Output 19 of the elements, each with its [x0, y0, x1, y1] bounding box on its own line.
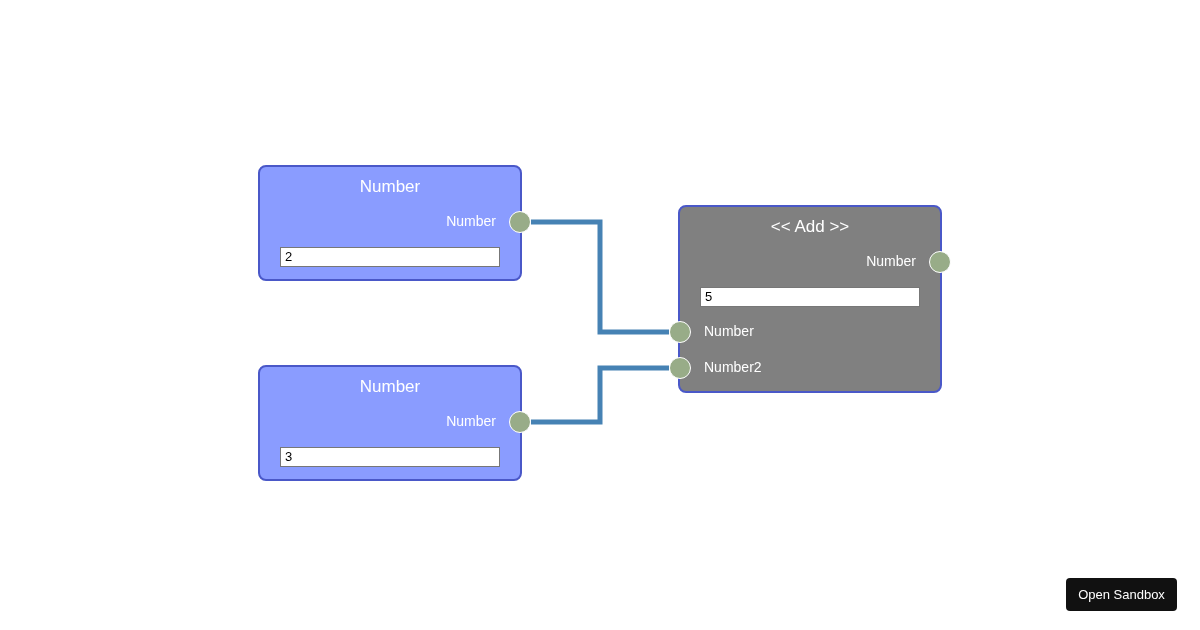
port-circle	[669, 357, 691, 379]
connector-wire	[531, 365, 669, 425]
port-label: Number	[446, 413, 496, 429]
port-label: Number	[704, 323, 754, 339]
port-label: Number2	[704, 359, 762, 375]
port-label: Number	[446, 213, 496, 229]
node-title: << Add >>	[769, 217, 851, 237]
input-field: 3	[280, 447, 500, 467]
input-field: 5	[700, 287, 920, 307]
connector-wire	[531, 219, 669, 335]
open-sandbox-button: Open Sandbox	[1066, 578, 1177, 611]
port-circle	[929, 251, 951, 273]
node-title: Number	[358, 177, 422, 197]
port-circle	[669, 321, 691, 343]
port-label: Number	[866, 253, 916, 269]
port-circle	[509, 211, 531, 233]
input-field: 2	[280, 247, 500, 267]
node-title: Number	[358, 377, 422, 397]
port-circle	[509, 411, 531, 433]
